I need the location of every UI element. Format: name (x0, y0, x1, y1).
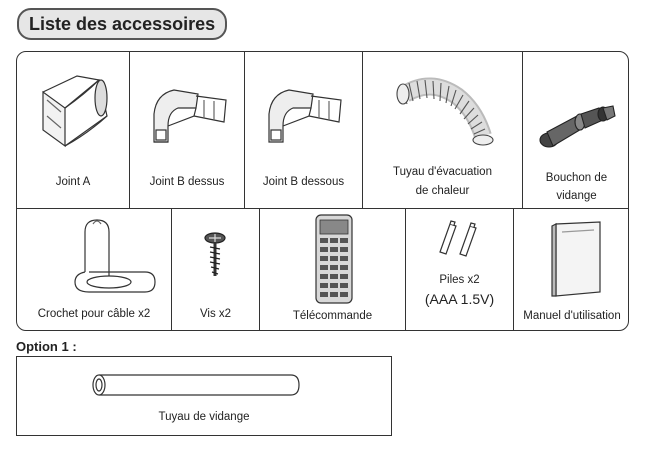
joint-a-icon (42, 75, 108, 148)
batteries-icon (439, 220, 477, 257)
joint-b-bottom-label: Joint B dessous (262, 176, 345, 188)
accessory-joint-b-top: Joint B dessus (130, 52, 245, 208)
user-manual-label: Manuel d'utilisation (523, 310, 621, 322)
screw-icon (204, 232, 226, 276)
joint-a-label: Joint A (55, 176, 91, 188)
remote-control-label: Télécommande (292, 310, 373, 322)
option-box: Tuyau de vidange (16, 356, 392, 436)
screws-label: Vis x2 (199, 308, 232, 320)
joint-b-bottom-icon (268, 89, 342, 143)
drain-plug-icon (539, 105, 616, 148)
exhaust-hose-label-line2: de chaleur (415, 185, 470, 197)
accessories-row-2: Crochet pour câble x2 Vis x2 (17, 208, 628, 330)
accessory-joint-b-bottom: Joint B dessous (245, 52, 363, 208)
drain-plug-label-line2: vidange (556, 190, 597, 202)
drain-plug-label-line1: Bouchon de (545, 172, 608, 184)
joint-b-top-icon (153, 89, 227, 143)
exhaust-hose-label-line1: Tuyau d'évacuation (393, 166, 492, 178)
accessories-row-1: Joint A Joint B dessus (17, 52, 628, 209)
option-title: Option 1 : (16, 339, 77, 354)
exhaust-hose-icon (396, 77, 494, 146)
accessory-heat-exhaust-hose: Tuyau d'évacuation de chaleur (363, 52, 523, 208)
section-title-text: Liste des accessoires (29, 13, 216, 34)
accessory-drain-plug: Bouchon de vidange (523, 52, 628, 208)
joint-b-top-label: Joint B dessus (149, 176, 225, 188)
drain-hose-icon (92, 374, 300, 396)
batteries-label-line2: (AAA 1.5V) (424, 291, 495, 307)
accessory-user-manual: Manuel d'utilisation (514, 208, 628, 330)
accessory-remote-control: Télécommande (260, 208, 406, 330)
user-manual-icon (551, 221, 601, 297)
accessory-joint-a: Joint A (17, 52, 130, 208)
cable-hook-icon (74, 219, 156, 293)
accessories-grid: Joint A Joint B dessus (16, 51, 629, 331)
accessory-batteries: Piles x2 (AAA 1.5V) (406, 208, 514, 330)
accessory-cable-hook: Crochet pour câble x2 (17, 208, 172, 330)
drain-hose-label: Tuyau de vidange (158, 411, 250, 423)
accessory-screws: Vis x2 (172, 208, 260, 330)
remote-control-icon (315, 214, 353, 304)
cable-hook-label: Crochet pour câble x2 (37, 308, 151, 320)
batteries-label-line1: Piles x2 (439, 274, 480, 286)
section-title: Liste des accessoires (17, 8, 228, 40)
